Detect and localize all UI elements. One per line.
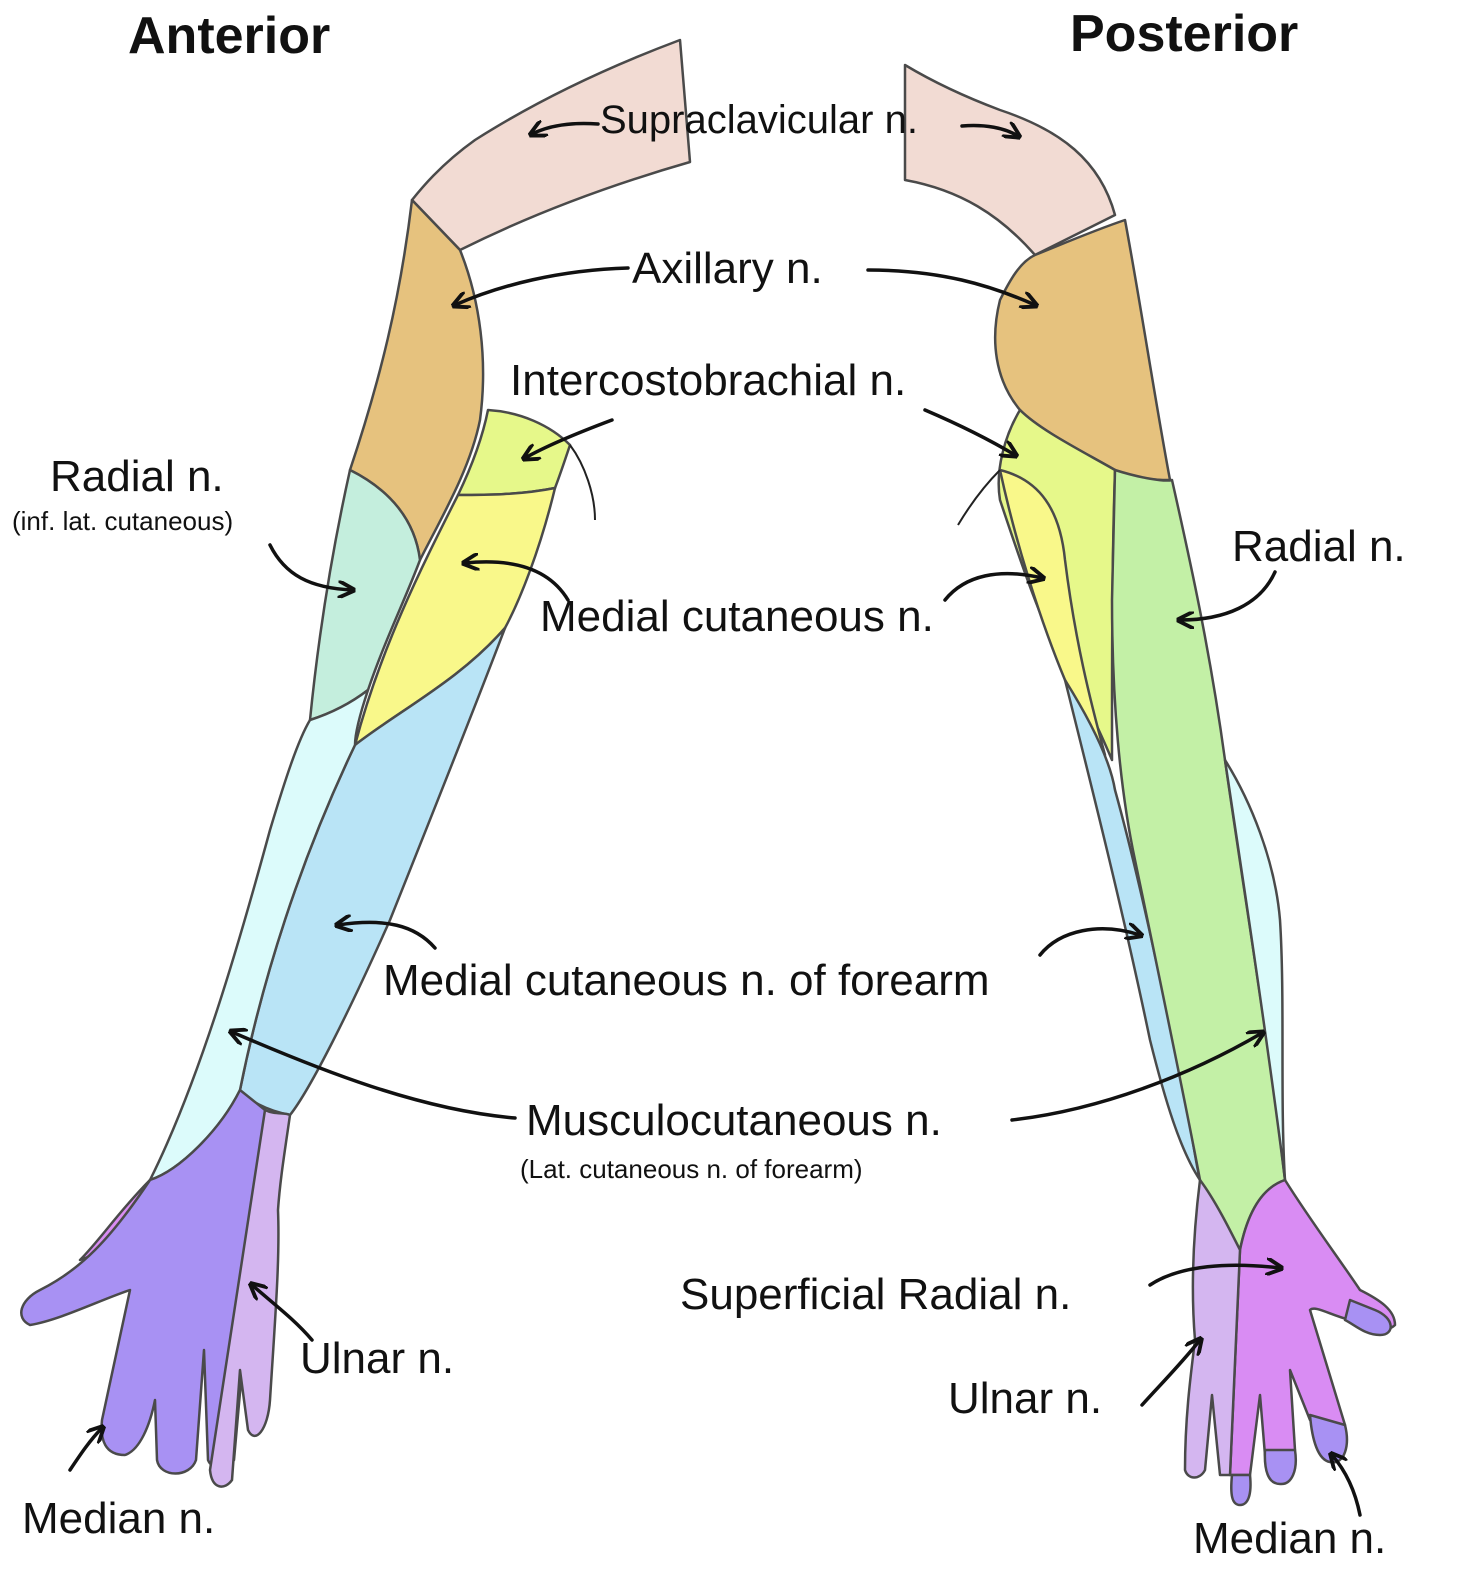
posterior-title: Posterior [1070, 5, 1299, 63]
ulnar-anterior-arrow [252, 1285, 314, 1342]
ulnar-posterior-arrow [1140, 1340, 1200, 1407]
anterior-arm [20, 38, 692, 1488]
medial-cutaneous-right-arrow [943, 574, 1042, 602]
superficial-radial-label: Superficial Radial n. [680, 1270, 1072, 1319]
musculocutaneous-right-arrow [1010, 1033, 1262, 1122]
medial-cutaneous-forearm-label: Medial cutaneous n. of forearm [383, 956, 990, 1005]
axillary-left-arrow [455, 266, 630, 305]
anterior-supraclavicular-region [410, 38, 692, 252]
musculocutaneous-left-arrow [232, 1032, 517, 1120]
posterior-musculocutaneous-region [1223, 758, 1287, 1182]
posterior-ulnar-region [1183, 1178, 1242, 1479]
medial-cutaneous-label: Medial cutaneous n. [540, 592, 934, 641]
axillary-label: Axillary n. [632, 244, 823, 293]
median-posterior-arrow [1332, 1455, 1362, 1517]
median-anterior-arrow [68, 1428, 102, 1472]
medial-cutaneous-forearm-right-arrow [1038, 929, 1140, 957]
median-anterior-label: Median n. [22, 1494, 216, 1543]
median-posterior-label: Median n. [1193, 1514, 1387, 1563]
musculocutaneous-sublabel: (Lat. cutaneous n. of forearm) [520, 1154, 863, 1184]
posterior-median-fingertip-middle [1263, 1448, 1297, 1486]
axillary-right-arrow [866, 268, 1035, 305]
supraclavicular-right-arrow [960, 125, 1018, 136]
leader-arrows [68, 123, 1362, 1517]
intercostobrachial-label: Intercostobrachial n. [510, 356, 907, 405]
posterior-intercostobrachial-curve [957, 469, 1001, 526]
radial-posterior-arrow [1180, 570, 1277, 620]
radial-anterior-label: Radial n. [50, 452, 224, 501]
posterior-median-fingertip-ring [1230, 1473, 1252, 1507]
radial-anterior-arrow [268, 543, 352, 590]
posterior-supraclavicular-region [903, 63, 1117, 257]
superficial-radial-arrow [1148, 1265, 1280, 1287]
medial-cutaneous-left-arrow [465, 562, 570, 602]
medial-cutaneous-forearm-left-arrow [338, 922, 437, 950]
ulnar-posterior-label: Ulnar n. [948, 1374, 1103, 1423]
radial-posterior-label: Radial n. [1232, 522, 1406, 571]
intercostobrachial-left-arrow [525, 418, 614, 458]
ulnar-anterior-label: Ulnar n. [300, 1334, 455, 1383]
supraclavicular-label: Supraclavicular n. [600, 98, 918, 142]
anterior-title: Anterior [128, 7, 331, 65]
radial-anterior-sublabel: (inf. lat. cutaneous) [12, 506, 234, 536]
posterior-arm [903, 63, 1397, 1507]
musculocutaneous-label: Musculocutaneous n. [526, 1096, 942, 1145]
posterior-superficial-radial-region [1228, 1178, 1397, 1477]
posterior-median-thumb-tip [1343, 1298, 1392, 1337]
anterior-median-region [20, 1088, 267, 1475]
anterior-intercostobrachial-curve [569, 444, 596, 521]
supraclavicular-left-arrow [532, 123, 600, 134]
intercostobrachial-right-arrow [923, 408, 1015, 455]
